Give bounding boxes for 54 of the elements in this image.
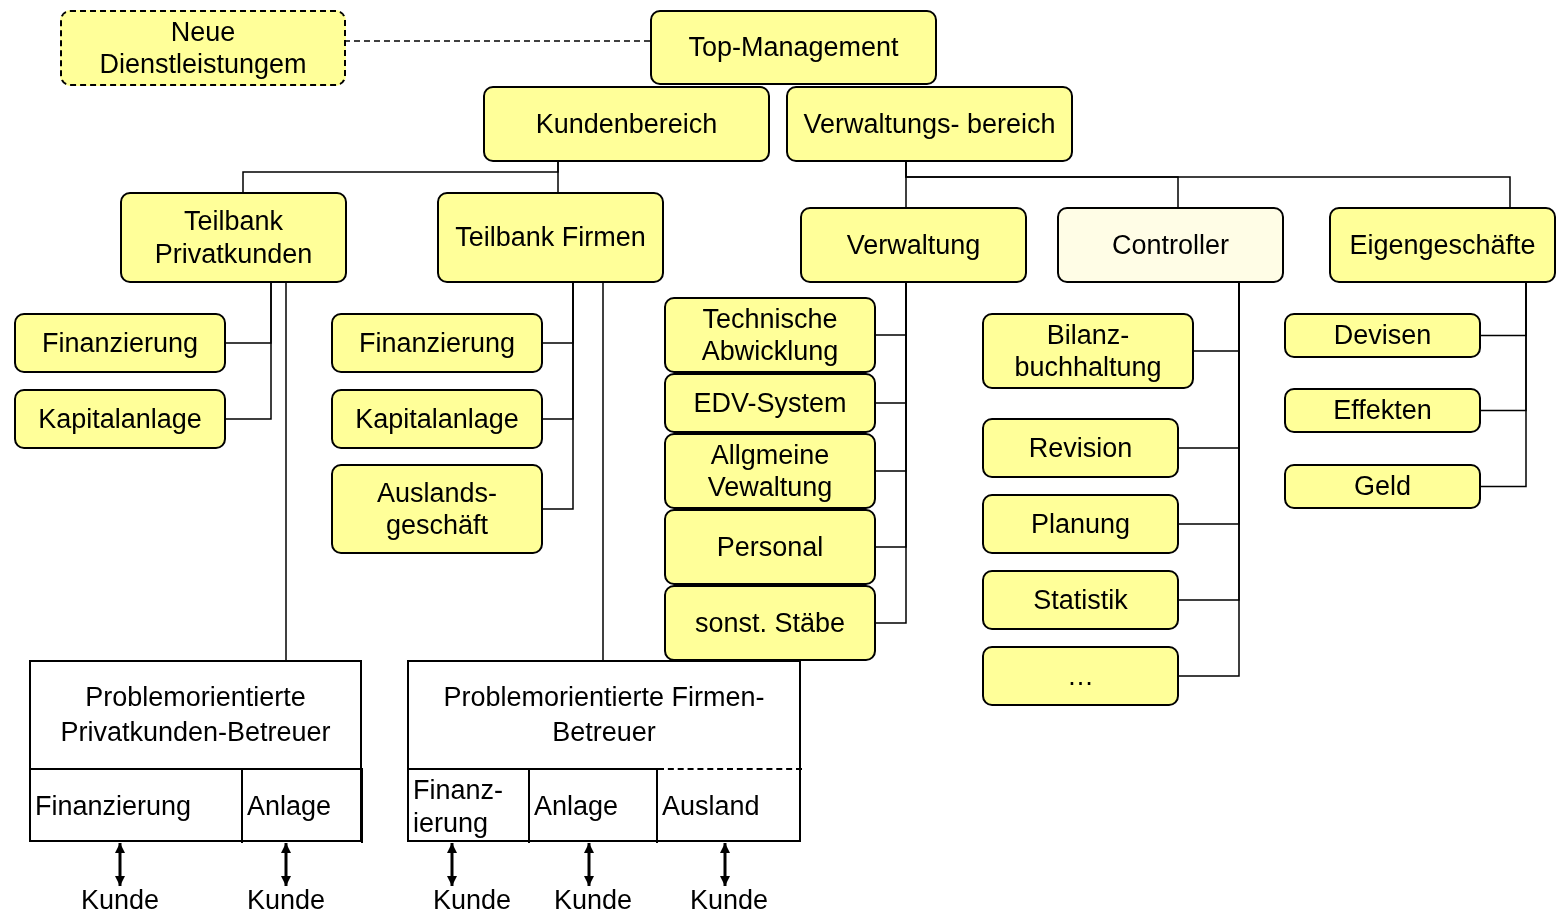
connector-line: [1480, 282, 1527, 488]
group-box: [407, 660, 801, 842]
table-cell: Ausland: [658, 768, 802, 843]
double-arrow: [447, 843, 457, 886]
connector-line: [905, 161, 1511, 208]
dashed-connector: [345, 40, 651, 42]
org-box: sonst. Stäbe: [664, 585, 876, 661]
org-box: EDV-System: [664, 373, 876, 433]
org-box: Neue Dienstleistungem: [60, 10, 346, 86]
connector-line: [602, 282, 604, 661]
org-box: Devisen: [1284, 313, 1481, 358]
org-box: Technische Abwicklung: [664, 297, 876, 373]
org-box: Auslands- geschäft: [331, 464, 543, 554]
group-heading: Problemorientierte Privatkunden-Betreuer: [59, 680, 332, 749]
connector-line: [225, 282, 272, 420]
org-box: Planung: [982, 494, 1179, 554]
org-box: Geld: [1284, 464, 1481, 509]
table-cell: Finanzierung: [31, 768, 243, 843]
org-box: Statistik: [982, 570, 1179, 630]
node-label: Kunde: [241, 884, 331, 917]
org-box: Teilbank Privatkunden: [120, 192, 347, 283]
node-label: Kunde: [427, 884, 517, 917]
table-cell: Finanz- ierung: [409, 768, 530, 843]
node-label: Kunde: [548, 884, 638, 917]
double-arrow: [720, 843, 730, 886]
org-box: Verwaltungs- bereich: [786, 86, 1073, 162]
double-arrow: [584, 843, 594, 886]
table-cell: Anlage: [243, 768, 363, 843]
node-label: Kunde: [684, 884, 774, 917]
org-box: Verwaltung: [800, 207, 1027, 283]
group-box: [29, 660, 362, 842]
connector-line: [557, 161, 559, 193]
connector-line: [542, 282, 574, 510]
org-box: Top-Management: [650, 10, 937, 85]
org-box: Eigengeschäfte: [1329, 207, 1556, 283]
connector-line: [285, 282, 287, 661]
org-box: Bilanz- buchhaltung: [982, 313, 1194, 389]
org-box: Kundenbereich: [483, 86, 770, 162]
org-box: Finanzierung: [14, 313, 226, 373]
double-arrow: [281, 843, 291, 886]
org-box: …: [982, 646, 1179, 706]
org-box: Revision: [982, 418, 1179, 478]
org-box: Kapitalanlage: [14, 389, 226, 449]
org-box: Kapitalanlage: [331, 389, 543, 449]
org-box: Finanzierung: [331, 313, 543, 373]
org-box: Teilbank Firmen: [437, 192, 664, 283]
org-box: Allgmeine Vewaltung: [664, 433, 876, 509]
table-cell: Anlage: [530, 768, 658, 843]
org-box: Controller: [1057, 207, 1284, 283]
node-label: Kunde: [75, 884, 165, 917]
double-arrow: [115, 843, 125, 886]
org-box: Effekten: [1284, 388, 1481, 433]
group-heading: Problemorientierte Firmen-Betreuer: [442, 680, 766, 749]
org-box: Personal: [664, 509, 876, 585]
